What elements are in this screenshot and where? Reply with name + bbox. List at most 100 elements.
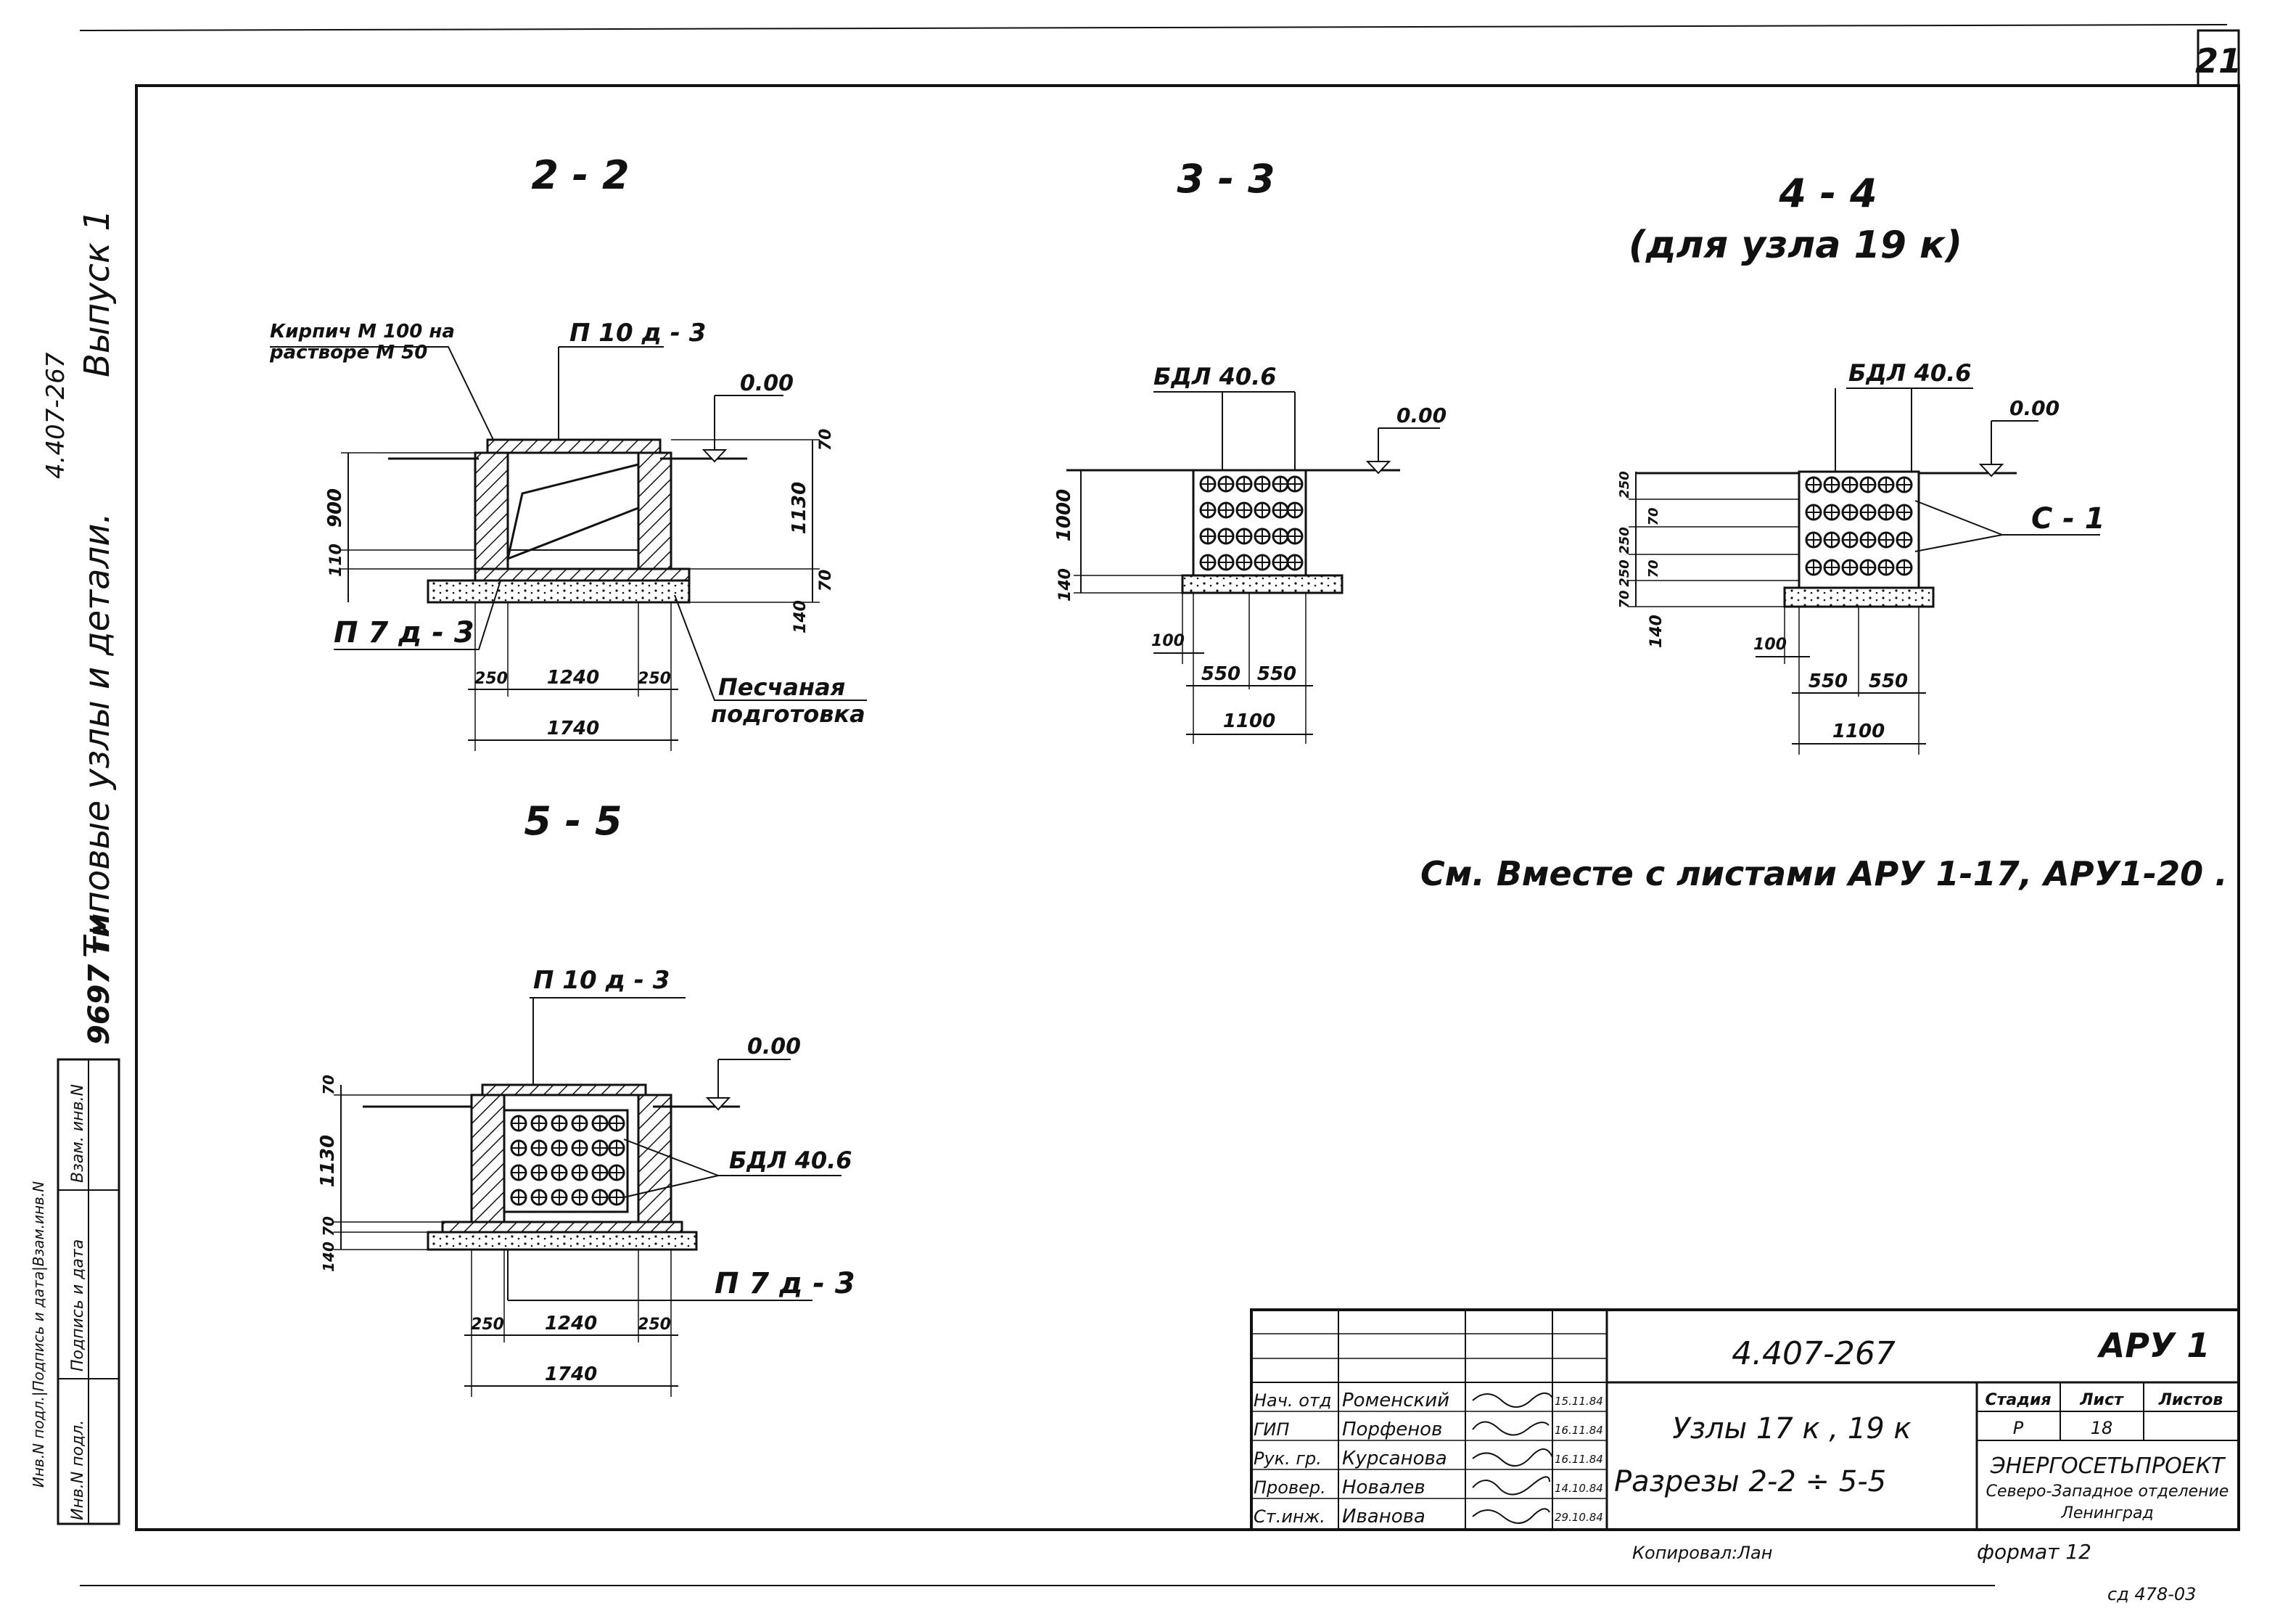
org-branch: Северо-Западное отделение	[1986, 1482, 2229, 1501]
block-label: БДЛ 40.6	[729, 1147, 852, 1174]
name-0: Роменский	[1342, 1390, 1449, 1411]
sheet-format: формат 12	[1977, 1540, 2091, 1564]
copied-by: Копировал:	[1632, 1543, 1737, 1563]
stamp-cell-inventory: Инв.N подл.	[69, 1420, 87, 1520]
level-mark: 0.00	[1396, 403, 1447, 427]
slab-bottom-label: П 7 д - 3	[715, 1267, 855, 1300]
sheet-value: 18	[2091, 1418, 2113, 1438]
dim-140: 140	[320, 1242, 337, 1272]
date-3: 14.10.84	[1555, 1482, 1603, 1495]
dim-140: 140	[1647, 615, 1666, 648]
date-4: 29.10.84	[1555, 1511, 1603, 1524]
dim-250-c: 250	[1617, 559, 1632, 587]
dim-100: 100	[1753, 636, 1787, 654]
name-1: Порфенов	[1342, 1419, 1442, 1440]
dim-550-left: 550	[1201, 663, 1240, 685]
date-0: 15.11.84	[1555, 1395, 1603, 1408]
stage-header: Стадия	[1985, 1391, 2051, 1409]
dim-1240: 1240	[545, 1313, 597, 1334]
doc-code: 4.407-267	[1732, 1335, 1896, 1372]
top-slab	[486, 438, 662, 454]
dim-70-c: 70	[1617, 590, 1632, 608]
sand-label-2: подготовка	[711, 700, 865, 728]
title-line-2: Разрезы 2-2 ÷ 5-5	[1614, 1465, 1886, 1498]
section-3-3-title: 3 - 3	[1177, 156, 1275, 202]
dim-1100: 1100	[1832, 721, 1885, 742]
section-5-5-title: 5 - 5	[524, 798, 622, 844]
sheets-header: Листов	[2158, 1391, 2223, 1409]
org-city: Ленинград	[2060, 1504, 2153, 1522]
role-1: ГИП	[1254, 1419, 1289, 1440]
sheet-header: Лист	[2079, 1391, 2124, 1409]
dim-1130: 1130	[317, 1135, 339, 1187]
section-2-2-title: 2 - 2	[531, 152, 629, 198]
dim-250-left: 250	[474, 670, 508, 688]
bottom-code: сд 478-03	[2107, 1584, 2196, 1604]
sand-label-1: Песчаная	[718, 673, 845, 701]
left-margin-labels: 4.407-267 Типовые узлы и детали. Выпуск …	[41, 209, 118, 1045]
margin-archive-no: 9697 тм	[83, 914, 116, 1045]
section-2-2: 2 - 2 Кирпич М 100 на растворе М 50 П 10…	[269, 152, 867, 751]
dim-250-right: 250	[638, 670, 671, 688]
stamp-top-text: Инв.N подл.|Подпись и дата|Взам.инв.N	[30, 1181, 47, 1488]
role-4: Ст.инж.	[1254, 1506, 1325, 1527]
date-2: 16.11.84	[1555, 1453, 1603, 1466]
dim-1740: 1740	[545, 1363, 597, 1385]
top-edge-line	[79, 24, 2228, 31]
dim-70-bottom: 70	[817, 570, 835, 592]
dim-250-right: 250	[638, 1316, 671, 1334]
drawing-frame	[135, 84, 2240, 1531]
dim-550-right: 550	[1257, 663, 1296, 685]
section-5-5: 5 - 5 П 10 д - 3 БДЛ 40.6 П 7 д - 3 0.00	[317, 798, 855, 1397]
section-3-3: 3 - 3 БДЛ 40.6 0.00 1000 140 100 550 55	[1053, 156, 1447, 744]
brick-wall-right	[637, 451, 672, 570]
stage-value: Р	[2013, 1418, 2024, 1438]
dim-70-top: 70	[817, 429, 835, 451]
left-stamp: Взам. инв.N Подпись и дата Инв.N подл. И…	[30, 1058, 120, 1525]
top-slab	[481, 1083, 647, 1096]
role-3: Провер.	[1254, 1477, 1326, 1498]
signatures	[1472, 1393, 1553, 1524]
block-label: БДЛ 40.6	[1153, 363, 1277, 390]
stamp-cell-signature: Подпись и дата	[69, 1239, 87, 1371]
dim-100: 100	[1151, 632, 1185, 650]
brick-note-2: растворе М 50	[269, 342, 427, 364]
margin-title: Типовые узлы и детали.	[77, 512, 118, 958]
dim-1740: 1740	[547, 718, 599, 739]
slab-top-label: П 10 д - 3	[533, 966, 670, 995]
see-also-note: См. Вместе с листами АРУ 1-17, АРУ1-20 .	[1420, 854, 2228, 893]
dim-70-a: 70	[1646, 507, 1661, 525]
level-mark: 0.00	[747, 1034, 801, 1059]
title-line-1: Узлы 17 к , 19 к	[1672, 1412, 1911, 1445]
org-name: ЭНЕРГОСЕТЬПРОЕКТ	[1990, 1453, 2226, 1479]
dim-250-a: 250	[1617, 471, 1632, 499]
sheet-number-box	[2197, 29, 2240, 87]
sand-bed	[1181, 574, 1344, 594]
dim-550-right: 550	[1869, 670, 1908, 692]
slab-top-label: П 10 д - 3	[569, 319, 706, 348]
copied-signature: Лан	[1737, 1543, 1772, 1563]
slab-bottom-label: П 7 д - 3	[334, 616, 474, 649]
dim-900: 900	[324, 488, 346, 528]
brick-note-1: Кирпич М 100 на	[270, 321, 455, 343]
name-3: Новалев	[1342, 1477, 1425, 1498]
role-2: Рук. гр.	[1254, 1448, 1322, 1469]
margin-series: Выпуск 1	[77, 209, 118, 377]
dim-1130: 1130	[789, 482, 810, 534]
level-mark: 0.00	[740, 371, 794, 396]
bottom-slab	[441, 1221, 683, 1234]
date-1: 16.11.84	[1555, 1424, 1603, 1437]
dim-1100: 1100	[1223, 710, 1275, 732]
sand-bed	[427, 1231, 698, 1251]
dim-140: 140	[791, 600, 810, 633]
dim-1240: 1240	[547, 667, 599, 689]
section-4-4-title: 4 - 4	[1778, 171, 1877, 216]
role-0: Нач. отд	[1254, 1390, 1331, 1411]
title-block: Нач. отд ГИП Рук. гр. Провер. Ст.инж. Ро…	[1250, 1308, 2240, 1531]
bottom-slab	[474, 567, 691, 582]
section-4-4: 4 - 4 (для узла 19 к) БДЛ 40.6 0.00 С - …	[1617, 171, 2105, 755]
dim-250-left: 250	[471, 1316, 504, 1334]
dim-70-bottom: 70	[320, 1216, 337, 1237]
section-4-4-subtitle: (для узла 19 к)	[1629, 223, 1962, 267]
